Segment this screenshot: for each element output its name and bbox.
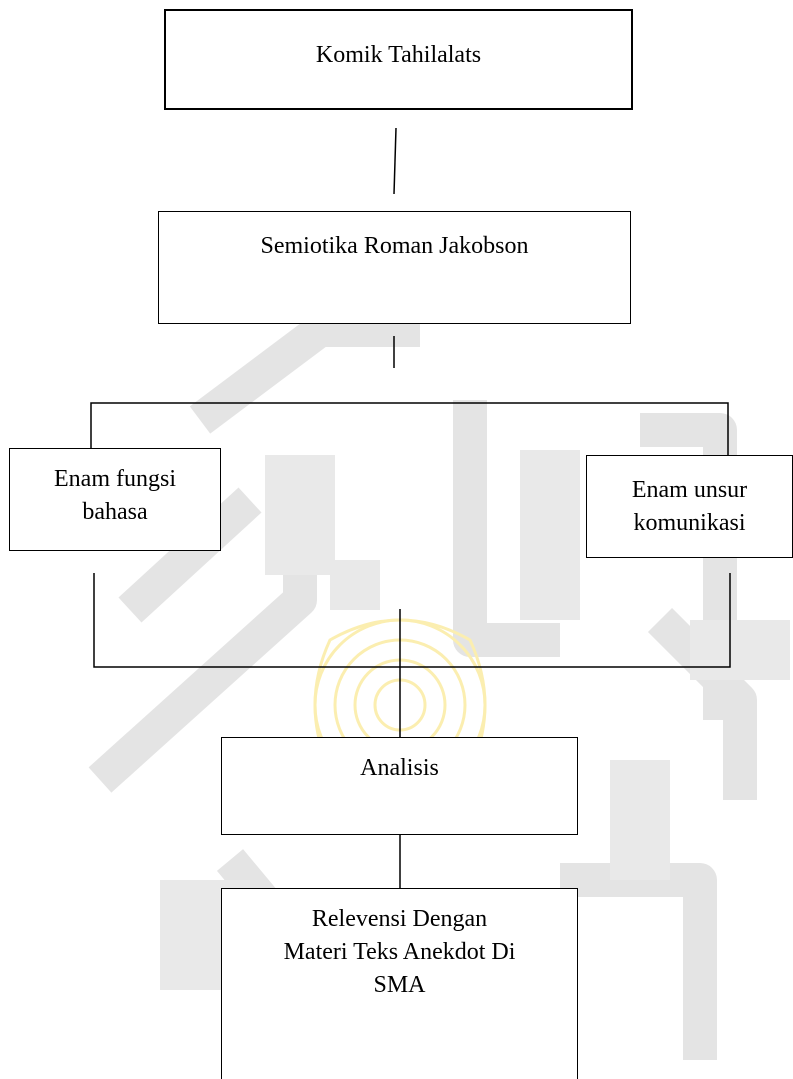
node-semiotika-roman-jakobson: Semiotika Roman Jakobson	[158, 211, 631, 324]
connector-komik-semiotika	[393, 127, 397, 195]
node-fungsi-line1: Enam fungsi	[54, 466, 176, 492]
node-enam-unsur-komunikasi: Enam unsur komunikasi	[586, 455, 793, 558]
bracket-top-line	[90, 402, 729, 455]
node-analisis: Analisis	[221, 737, 578, 835]
node-komik-tahilalats: Komik Tahilalats	[164, 9, 633, 110]
node-unsur-line2: komunikasi	[633, 510, 746, 536]
node-relevensi-line1: Relevensi Dengan	[311, 906, 488, 932]
node-fungsi-line2: bahasa	[82, 499, 148, 525]
bracket-bottom-line	[93, 573, 731, 668]
node-enam-fungsi-bahasa: Enam fungsi bahasa	[9, 448, 221, 551]
node-relevensi-line3: SMA	[373, 972, 426, 998]
node-komik-label: Komik Tahilalats	[315, 42, 482, 68]
node-semiotika-label: Semiotika Roman Jakobson	[260, 233, 529, 259]
node-unsur-line1: Enam unsur	[631, 477, 748, 503]
node-relevensi-line2: Materi Teks Anekdot Di	[283, 939, 516, 965]
node-relevensi-materi: Relevensi Dengan Materi Teks Anekdot Di …	[221, 888, 578, 1079]
node-analisis-label: Analisis	[360, 755, 439, 781]
